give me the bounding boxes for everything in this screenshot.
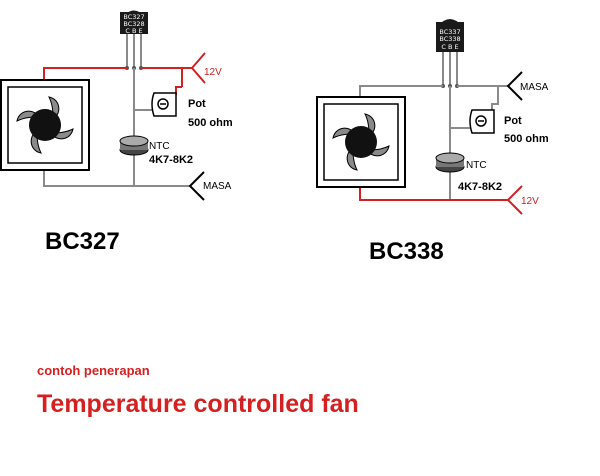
supply-label: 12V	[521, 196, 539, 207]
pot-label: Pot	[504, 115, 522, 127]
ntc-label: NTC	[149, 141, 170, 152]
ntc-label: NTC	[466, 160, 487, 171]
pot-supply-wire	[175, 86, 182, 95]
ntc-value: 4K7-8K2	[149, 154, 193, 166]
ground-terminal	[188, 171, 205, 201]
pot-ground-wire	[491, 86, 499, 112]
ntc-top	[119, 135, 149, 147]
left-transistor: BC327 BC328 C B E	[120, 10, 148, 35]
right-transistor: BC337 BC338 C B E	[436, 19, 464, 52]
ground-wire	[43, 170, 190, 187]
ground-label: MASA	[203, 181, 232, 192]
ntc-top	[435, 152, 465, 164]
pot-value: 500 ohm	[504, 133, 549, 145]
right-potentiometer	[469, 109, 495, 134]
fan-hub	[29, 109, 61, 141]
ntc-value: 4K7-8K2	[458, 181, 502, 193]
right-circuit-title: BC338	[369, 238, 444, 265]
transistor-marking-1: BC327	[123, 13, 144, 21]
transistor-marking-2: BC338	[439, 35, 460, 43]
pot-value: 500 ohm	[188, 117, 233, 129]
left-ntc	[119, 135, 149, 156]
right-ntc	[435, 152, 465, 173]
supply-terminal	[190, 52, 206, 84]
transistor-marking-2: BC328	[123, 20, 144, 28]
pot-label: Pot	[188, 98, 206, 110]
left-fan	[0, 79, 90, 171]
supply-terminal	[506, 185, 523, 215]
transistor-pins: C B E	[441, 43, 458, 51]
right-circuit: BC337 BC338 C B E MASA Pot 500 ohm	[316, 19, 549, 265]
supply-wire	[359, 186, 508, 201]
transistor-marking-1: BC337	[439, 28, 460, 36]
supply-label: 12V	[204, 67, 222, 78]
transistor-body	[120, 12, 148, 34]
left-circuit-title: BC327	[45, 228, 120, 255]
caption-subtitle: contoh penerapan	[37, 363, 150, 378]
transistor-pins: C B E	[125, 27, 142, 35]
left-potentiometer	[151, 92, 177, 117]
right-fan	[316, 96, 406, 188]
fan-hub	[345, 126, 377, 158]
left-circuit: BC327 BC328 C B E 12V Pot 500 ohm	[0, 10, 233, 255]
transistor-body	[436, 22, 464, 52]
collector-wire-to-fan	[359, 85, 443, 97]
ground-terminal	[506, 71, 523, 101]
caption-title: Temperature controlled fan	[37, 390, 359, 418]
supply-wire-to-fan	[43, 67, 127, 80]
ground-label: MASA	[520, 82, 549, 93]
